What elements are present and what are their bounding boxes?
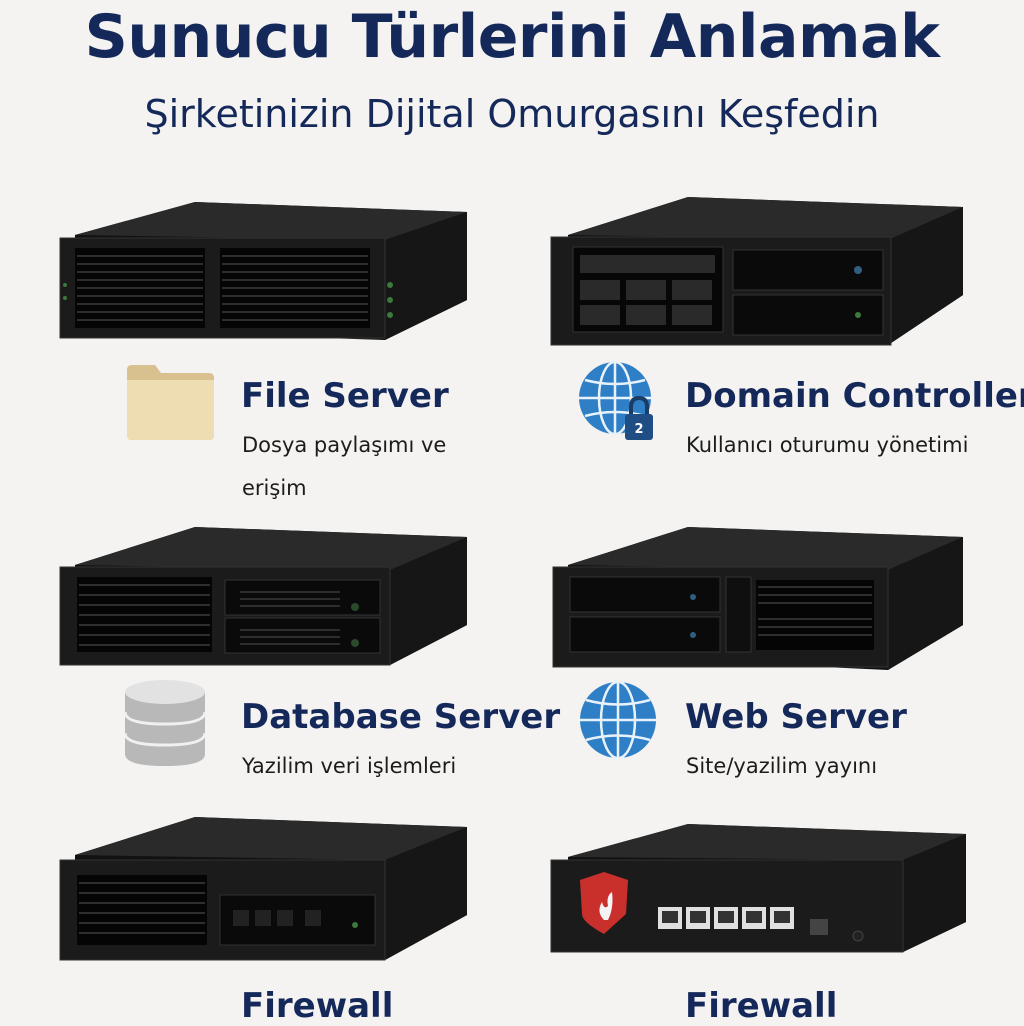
web-server-chassis bbox=[552, 527, 963, 670]
globe-lock-icon: 2 bbox=[579, 360, 653, 440]
page-title: Sunucu Türlerini Anlamak bbox=[84, 2, 940, 72]
web-server-label: Web Server bbox=[685, 697, 907, 737]
file-server-description: Dosya paylaşımı ve erişim bbox=[242, 433, 447, 500]
domain-controller-label: Domain Controller bbox=[685, 376, 1024, 416]
database-server-chassis bbox=[59, 527, 467, 666]
database-icon bbox=[123, 680, 207, 766]
domain-controller-description: Kullanıcı oturumu yönetimi bbox=[686, 433, 969, 457]
folder-icon bbox=[127, 365, 214, 440]
firewall-label-right: Firewall bbox=[685, 986, 838, 1026]
shield-icon bbox=[580, 872, 628, 934]
page-subtitle: Şirketinizin Dijital Omurgasını Keşfedin bbox=[144, 92, 880, 136]
firewall-appliance-right bbox=[550, 824, 966, 953]
firewall-chassis-left bbox=[59, 817, 467, 961]
database-server-label: Database Server bbox=[241, 697, 561, 737]
file-server-chassis bbox=[59, 202, 467, 340]
web-server-description: Site/yazilim yayını bbox=[686, 754, 878, 778]
firewall-label-left: Firewall bbox=[241, 986, 394, 1026]
globe-icon bbox=[580, 680, 656, 760]
database-server-description: Yazilim veri işlemleri bbox=[242, 754, 457, 778]
file-server-label: File Server bbox=[241, 376, 449, 416]
svg-text:2: 2 bbox=[634, 422, 643, 437]
domain-controller-chassis bbox=[550, 197, 963, 346]
